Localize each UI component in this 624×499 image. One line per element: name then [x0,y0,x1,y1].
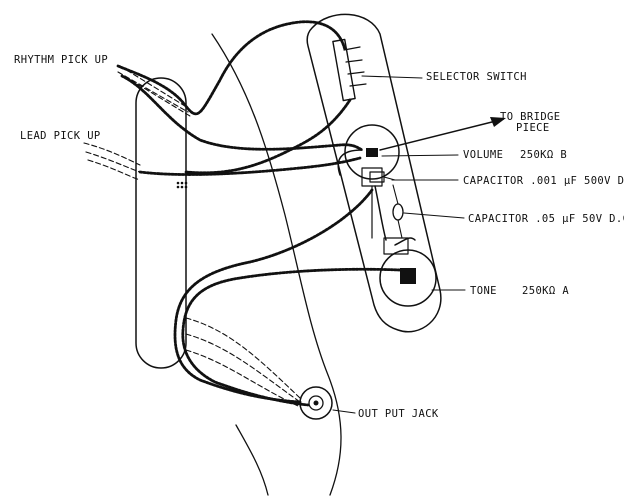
internal-wiring [337,149,416,246]
body-outline-lower [235,424,269,496]
label-tone: TONE [470,285,497,297]
control-plate [306,13,442,333]
label-volume: VOLUME [463,149,503,161]
selector-switch [332,38,367,102]
lead-pickup-wires [83,98,362,181]
tone-pot [379,237,437,307]
label-piece: PIECE [516,122,550,134]
label-selector-switch: SELECTOR SWITCH [426,71,527,83]
pickup-dots [176,181,188,189]
capacitor-05 [392,184,404,239]
rhythm-pickup-wires [116,20,364,152]
label-to-bridge: TO BRIDGE [500,111,561,123]
body-outline [211,33,342,496]
leader-lines [332,75,466,414]
to-bridge-arrow [379,117,506,151]
output-harness [173,188,402,407]
label-capacitor-001: CAPACITOR .001 μF 500V D.C [463,175,624,187]
label-output-jack: OUT PUT JACK [358,408,439,420]
label-capacitor-05: CAPACITOR .05 μF 50V D.C [468,213,624,225]
rhythm-pickup-body [135,77,187,369]
pickup-lead-dashes [117,65,191,117]
output-jack [299,386,333,420]
label-rhythm-pickup: RHYTHM PICK UP [14,54,108,66]
label-tone-value: 250KΩ A [522,285,569,297]
label-volume-value: 250KΩ B [520,149,567,161]
label-lead-pickup: LEAD PICK UP [20,130,101,142]
